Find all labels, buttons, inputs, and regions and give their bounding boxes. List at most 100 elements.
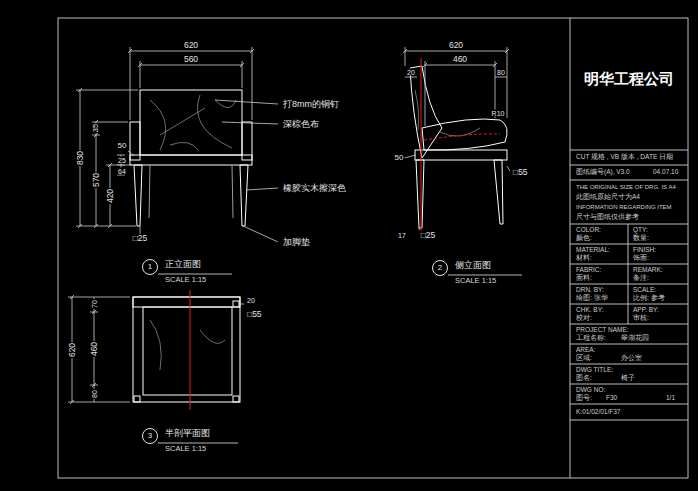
title-block-text: 比例: 参考	[632, 295, 666, 302]
dimension: 35	[92, 123, 100, 133]
title-block-text: 椅子	[620, 375, 636, 382]
title-block-text: CHK. BY:	[575, 307, 604, 314]
title-block-text: 工程名称:	[575, 335, 607, 342]
front-dimensions	[76, 47, 254, 234]
underline	[158, 443, 238, 444]
title-block-rows	[570, 150, 688, 420]
side-dimensions	[403, 47, 510, 230]
seat-cushion	[422, 119, 507, 150]
view-number: 2	[432, 260, 448, 276]
title-block-text: 图号:	[575, 395, 593, 402]
title-block-text: COLOR:	[575, 227, 602, 234]
dim-lines	[76, 90, 138, 226]
center-line	[190, 290, 191, 410]
title-block-text: PROJECT NAME:	[575, 327, 630, 334]
border	[58, 18, 688, 478]
fold	[150, 100, 166, 150]
section-line	[421, 58, 500, 234]
title-block-text: SCALE:	[632, 287, 657, 294]
title-block-text: INFORMATION REGARDING ITEM	[575, 204, 673, 210]
title-block-text: DRN. BY:	[575, 287, 605, 294]
dimension: □25	[420, 231, 437, 240]
title-block-text: 1/1	[665, 395, 676, 402]
fold	[200, 330, 225, 343]
title-block-text: F30	[605, 395, 618, 402]
callout-text: 橡胶实木擦深色	[282, 184, 347, 193]
fold	[415, 90, 419, 130]
title-block-text: K:01/02/01/F37	[575, 409, 621, 416]
rear-leg	[232, 165, 233, 218]
dimension: 80	[91, 389, 98, 399]
dimension: 460	[452, 55, 468, 64]
leg	[134, 165, 142, 226]
dimension: 830	[76, 150, 85, 166]
view-name: 侧立面图	[454, 261, 492, 270]
leg	[134, 396, 140, 402]
view-title: 3半剖平面图SCALE 1:15	[142, 428, 158, 444]
dimension: □55	[246, 310, 263, 319]
fold	[150, 320, 161, 370]
view-number: 3	[142, 428, 158, 444]
title-block-text: 数量:	[632, 235, 650, 242]
title-block-text: CUT 规格 , VB 版本 , DATE 日期	[575, 154, 674, 161]
rear-leg	[416, 160, 424, 228]
drawing-frame	[58, 18, 688, 478]
leader	[222, 122, 278, 124]
title-block-text: 材料:	[575, 255, 593, 262]
dimension: 25	[117, 157, 127, 164]
underline	[448, 275, 522, 276]
dimension: 20	[406, 69, 416, 76]
view-title: 1正立面图SCALE 1:15	[142, 259, 158, 275]
ticks	[128, 49, 254, 67]
fold	[160, 108, 205, 135]
back	[133, 297, 240, 307]
leaders	[404, 155, 510, 230]
leg	[240, 165, 248, 226]
red-outline	[424, 134, 500, 140]
dimension: 50	[394, 154, 405, 162]
arm	[242, 122, 252, 160]
title-block-text: AREA:	[575, 347, 597, 354]
title-block-text: FINISH:	[632, 247, 657, 254]
view-title: 2侧立面图SCALE 1:15	[432, 260, 448, 276]
rear-leg	[149, 165, 150, 218]
title-block-text: 翠湖花园	[620, 335, 650, 342]
front-view-chair	[130, 90, 252, 226]
dimension: 560	[183, 55, 199, 64]
leader	[240, 304, 244, 305]
seat-rail	[130, 155, 252, 165]
plan-view-chair	[133, 297, 240, 402]
dim-lines	[68, 297, 130, 402]
leader	[246, 188, 278, 190]
outline	[133, 297, 240, 402]
title-block-text: MATERIAL:	[575, 247, 611, 254]
underline	[158, 274, 232, 275]
dimension: 20	[246, 297, 256, 304]
title-block-text: 图纸编号(A), V3.0	[575, 169, 631, 176]
view-scale: SCALE 1:15	[164, 445, 207, 453]
cushion	[143, 307, 232, 395]
dimension: 64	[117, 168, 127, 175]
title-block-edge	[570, 18, 571, 478]
view-scale: SCALE 1:15	[164, 276, 207, 284]
title-block-text: 校对:	[575, 315, 593, 322]
title-block-text: QTY:	[632, 227, 649, 234]
dimension: 70	[91, 299, 98, 309]
title-block-text: 尺寸与图纸仅供参考	[575, 214, 640, 221]
dimension: 570	[92, 172, 101, 188]
title-block-text: FABRIC:	[575, 267, 602, 274]
title-block-text: 饰面:	[632, 255, 650, 262]
callout-text: 打8mm的铜钉	[282, 100, 340, 109]
view-name: 半剖平面图	[164, 429, 211, 438]
fold	[170, 142, 198, 150]
ticks	[403, 49, 509, 67]
title-block-text: DWG NO:	[575, 387, 606, 394]
front-leg	[494, 160, 503, 224]
dimension: □25	[132, 234, 149, 243]
center-line	[421, 58, 422, 234]
title-block-text: 办公室	[620, 355, 643, 362]
fabric-texture	[150, 320, 225, 370]
view-scale: SCALE 1:15	[454, 277, 497, 285]
